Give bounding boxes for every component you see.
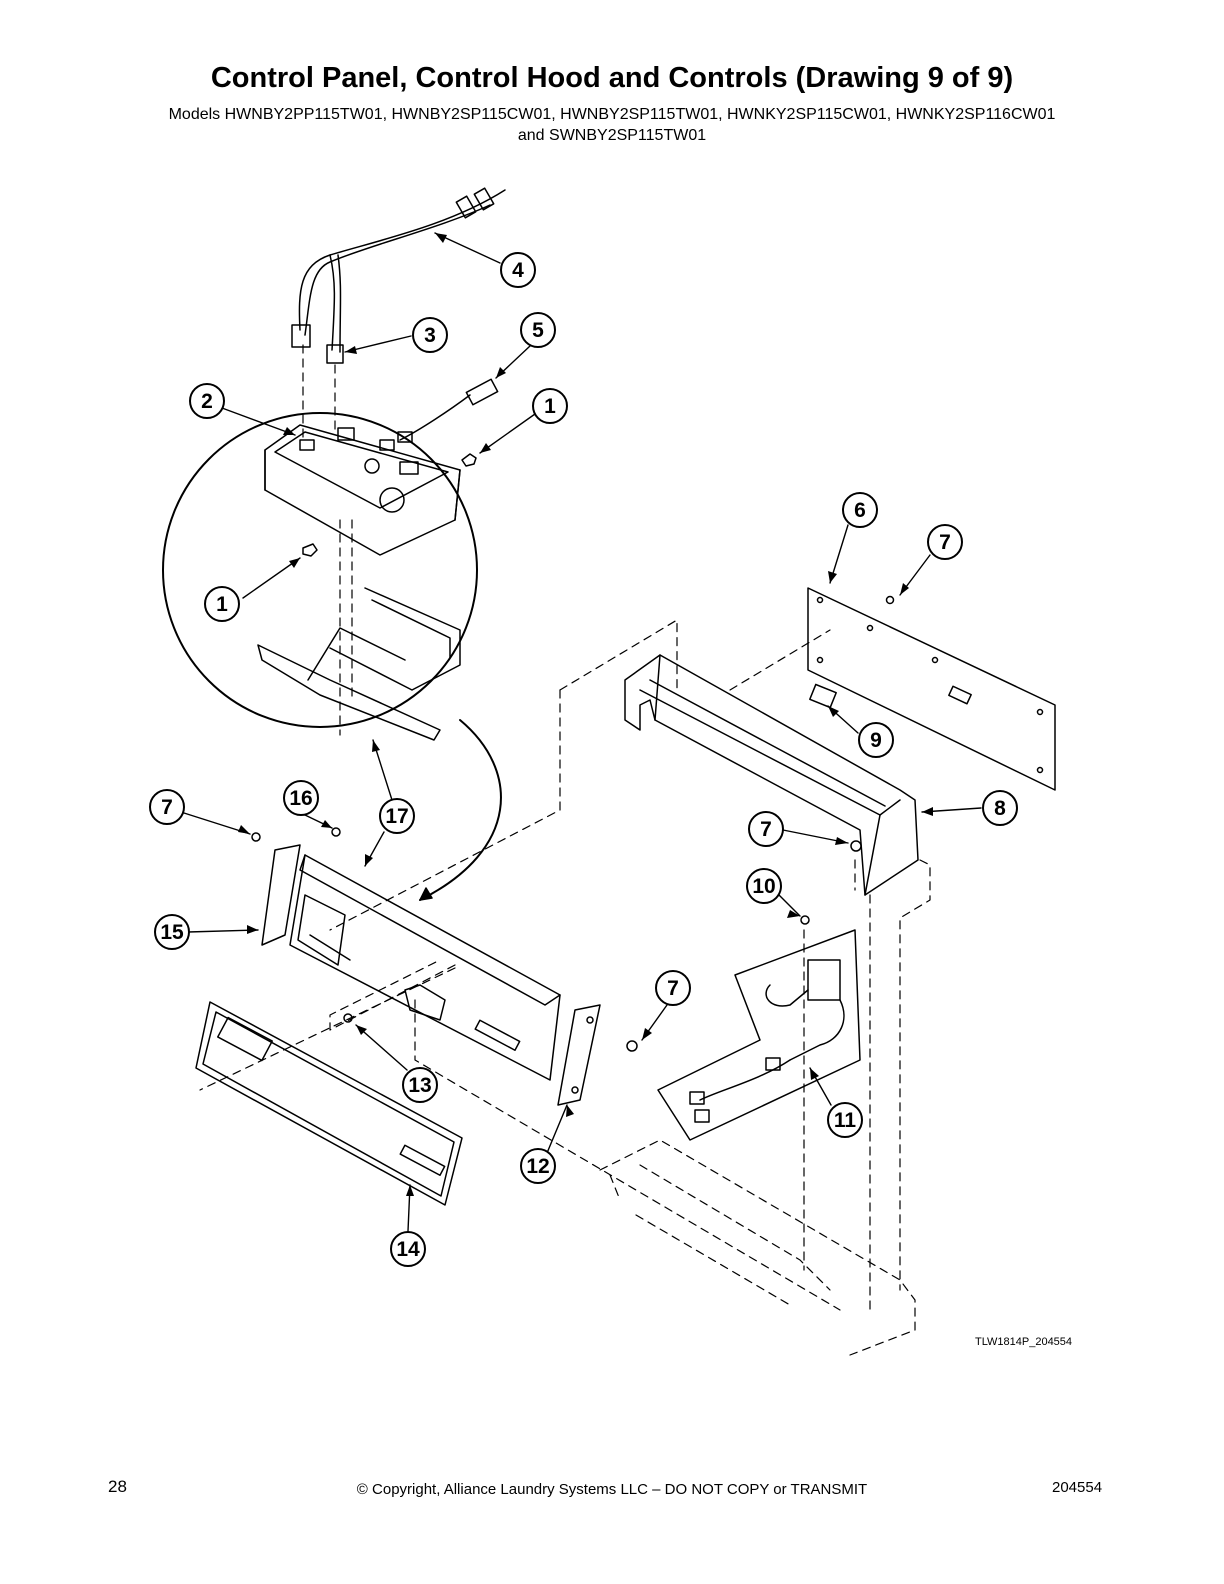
- callout-number: 17: [385, 805, 408, 828]
- transformer-harness: [657, 929, 861, 1141]
- callout-circle: [189, 383, 225, 419]
- callout-4: 4: [500, 252, 536, 288]
- callout-circle: [149, 789, 185, 825]
- callout-number: 8: [994, 797, 1006, 820]
- callout-circle: [402, 1067, 438, 1103]
- console-overlay: [195, 1001, 463, 1206]
- leader-arrowheads: [238, 233, 933, 1196]
- page-number: 28: [108, 1477, 127, 1496]
- callout-circle: [746, 868, 782, 904]
- detail-link-arrowhead: [419, 887, 433, 901]
- callout-circle: [858, 722, 894, 758]
- callout-circle: [390, 1231, 426, 1267]
- callout-5: 5: [520, 312, 556, 348]
- callout-1: 1: [204, 586, 240, 622]
- front-console: [289, 854, 561, 1081]
- callout-number: 7: [760, 818, 772, 841]
- callout-14: 14: [390, 1231, 426, 1267]
- callout-7: 7: [927, 524, 963, 560]
- callout-10: 10: [746, 868, 782, 904]
- callout-7: 7: [655, 970, 691, 1006]
- callout-number: 7: [939, 531, 951, 554]
- callout-number: 1: [544, 395, 556, 418]
- callout-circle: [842, 492, 878, 528]
- callout-number: 11: [834, 1109, 857, 1132]
- models-line-2: and SWNBY2SP115TW01: [517, 127, 707, 144]
- callout-number: 7: [161, 796, 173, 819]
- screw-parts: [302, 453, 477, 557]
- control-hood: [624, 654, 919, 896]
- callout-16: 16: [283, 780, 319, 816]
- callout-number: 9: [870, 729, 882, 752]
- callout-circle: [412, 317, 448, 353]
- callout-6: 6: [842, 492, 878, 528]
- page-title: Control Panel, Control Hood and Controls…: [210, 62, 1014, 94]
- callout-17: 17: [379, 798, 415, 834]
- left-end-cap: [261, 844, 301, 946]
- callout-circle: [982, 790, 1018, 826]
- callout-number: 4: [512, 259, 524, 282]
- callout-circle: [283, 780, 319, 816]
- callout-circle: [655, 970, 691, 1006]
- callout-7: 7: [149, 789, 185, 825]
- callout-number: 12: [526, 1155, 549, 1178]
- callout-circle: [379, 798, 415, 834]
- callout-3: 3: [412, 317, 448, 353]
- detail-link-curve: [419, 719, 502, 901]
- copyright-notice: © Copyright, Alliance Laundry Systems LL…: [356, 1481, 868, 1498]
- callout-number: 2: [201, 390, 213, 413]
- control-board: [264, 424, 461, 556]
- callout-number: 10: [752, 875, 775, 898]
- callout-number: 5: [532, 319, 544, 342]
- assembly-guide-lines: [199, 344, 931, 1356]
- callout-13: 13: [402, 1067, 438, 1103]
- callout-circle: [927, 524, 963, 560]
- callout-number: 14: [396, 1238, 420, 1261]
- callout-number: 16: [289, 787, 312, 810]
- callout-2: 2: [189, 383, 225, 419]
- callout-12: 12: [520, 1148, 556, 1184]
- sensor-part: [397, 378, 499, 443]
- callout-number: 6: [854, 499, 866, 522]
- models-subtitle: Models HWNBY2PP115TW01, HWNBY2SP115CW01,…: [60, 104, 1164, 146]
- panel-bracket: [257, 587, 461, 741]
- callout-number: 3: [424, 324, 436, 347]
- callout-circle: [204, 586, 240, 622]
- callout-circle: [520, 1148, 556, 1184]
- callout-circle: [520, 312, 556, 348]
- callout-1: 1: [532, 388, 568, 424]
- document-number: 204554: [1052, 1479, 1103, 1496]
- small-screws: [251, 595, 895, 1052]
- back-panel: [807, 587, 1056, 791]
- callout-number: 15: [160, 921, 184, 944]
- callout-circle: [154, 914, 190, 950]
- switch-part: [809, 683, 837, 709]
- callout-circle: [500, 252, 536, 288]
- drawing-code: TLW1814P_204554: [975, 1336, 1073, 1348]
- callout-number: 13: [408, 1074, 431, 1097]
- callout-circle: [748, 811, 784, 847]
- callout-11: 11: [827, 1102, 863, 1138]
- callout-circle: [532, 388, 568, 424]
- detail-magnifier-circle: [162, 412, 478, 728]
- callout-number: 7: [667, 977, 679, 1000]
- wire-harness: [291, 187, 506, 364]
- callout-7: 7: [748, 811, 784, 847]
- right-end-cap: [557, 1004, 601, 1106]
- callout-8: 8: [982, 790, 1018, 826]
- callout-number: 1: [216, 593, 228, 616]
- models-line-1: Models HWNBY2PP115TW01, HWNBY2SP115CW01,…: [168, 106, 1056, 123]
- callout-9: 9: [858, 722, 894, 758]
- callout-15: 15: [154, 914, 190, 950]
- callout-circle: [827, 1102, 863, 1138]
